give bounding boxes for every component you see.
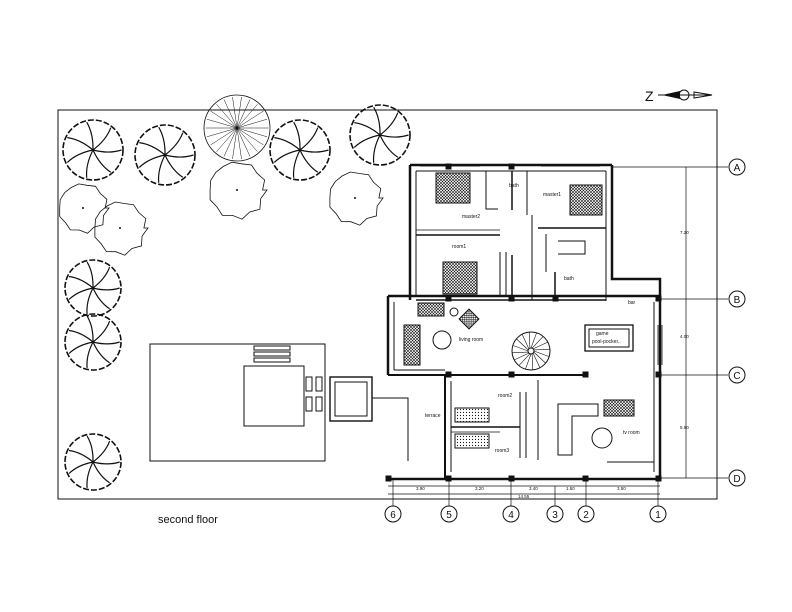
north-arrow-icon: Z	[645, 88, 713, 104]
pool	[149, 343, 409, 462]
dim-right-3: 5.90	[680, 425, 689, 430]
room-label-master2: master2	[462, 214, 480, 220]
tree-icon	[203, 94, 271, 162]
building-walls	[385, 163, 663, 482]
tree-icon	[94, 201, 149, 256]
grid-col-6: 6	[390, 510, 396, 521]
tree-icon	[269, 119, 331, 181]
grid-row-c: C	[733, 371, 740, 382]
dim-right-1: 7.20	[680, 230, 689, 235]
grid-col-3: 3	[552, 510, 558, 521]
site-boundary	[57, 109, 718, 500]
tree-icon	[64, 259, 122, 317]
dim-right-2: 4.00	[680, 334, 689, 339]
grid-row-a: A	[734, 163, 741, 174]
dim-bottom-5: 3.50	[617, 486, 626, 491]
tree-icon	[209, 161, 268, 220]
tree-icon	[134, 124, 196, 186]
dim-bottom-3: 3.40	[529, 486, 538, 491]
room-label-living-room: living room	[459, 337, 483, 343]
room-label-bath-upper: bath	[509, 183, 519, 189]
room-label-game: game	[596, 331, 609, 337]
tree-icon	[329, 171, 384, 226]
tree-icon	[64, 313, 122, 371]
dim-bottom-4: 1.50	[566, 486, 575, 491]
grid-col-1: 1	[655, 510, 661, 521]
trees	[59, 94, 411, 491]
grid-row-b: B	[734, 295, 741, 306]
room-label-room3: room3	[495, 448, 509, 454]
tree-icon	[59, 183, 110, 234]
room-labels: master2 master1 bath bath room1 bar livi…	[425, 183, 640, 454]
room-label-master1: master1	[543, 192, 561, 198]
room-label-tv-room: tv room	[623, 430, 640, 436]
grid-col-4: 4	[508, 510, 514, 521]
dim-bottom-2: 3.20	[475, 486, 484, 491]
grid-cols	[384, 479, 667, 523]
room-label-room1: room1	[452, 244, 466, 250]
dim-total: 14.55	[518, 494, 530, 499]
grid-rows	[612, 158, 746, 487]
tree-icon	[64, 433, 122, 491]
furniture	[403, 172, 635, 456]
grid-col-5: 5	[446, 510, 452, 521]
room-label-game-sub: pool-pocker..	[592, 339, 621, 345]
room-label-bath-lower: bath	[564, 276, 574, 282]
room-label-bar: bar	[628, 300, 636, 306]
tree-icon	[62, 119, 124, 181]
north-symbol: Z	[645, 88, 654, 104]
drawing-caption: second floor	[158, 514, 218, 526]
room-label-terrace: terrace	[425, 413, 441, 419]
dim-bottom-1: 3.90	[416, 486, 425, 491]
tree-icon	[349, 104, 411, 166]
room-label-room2: room2	[498, 393, 512, 399]
grid-col-2: 2	[583, 510, 589, 521]
grid-row-d: D	[733, 474, 740, 485]
